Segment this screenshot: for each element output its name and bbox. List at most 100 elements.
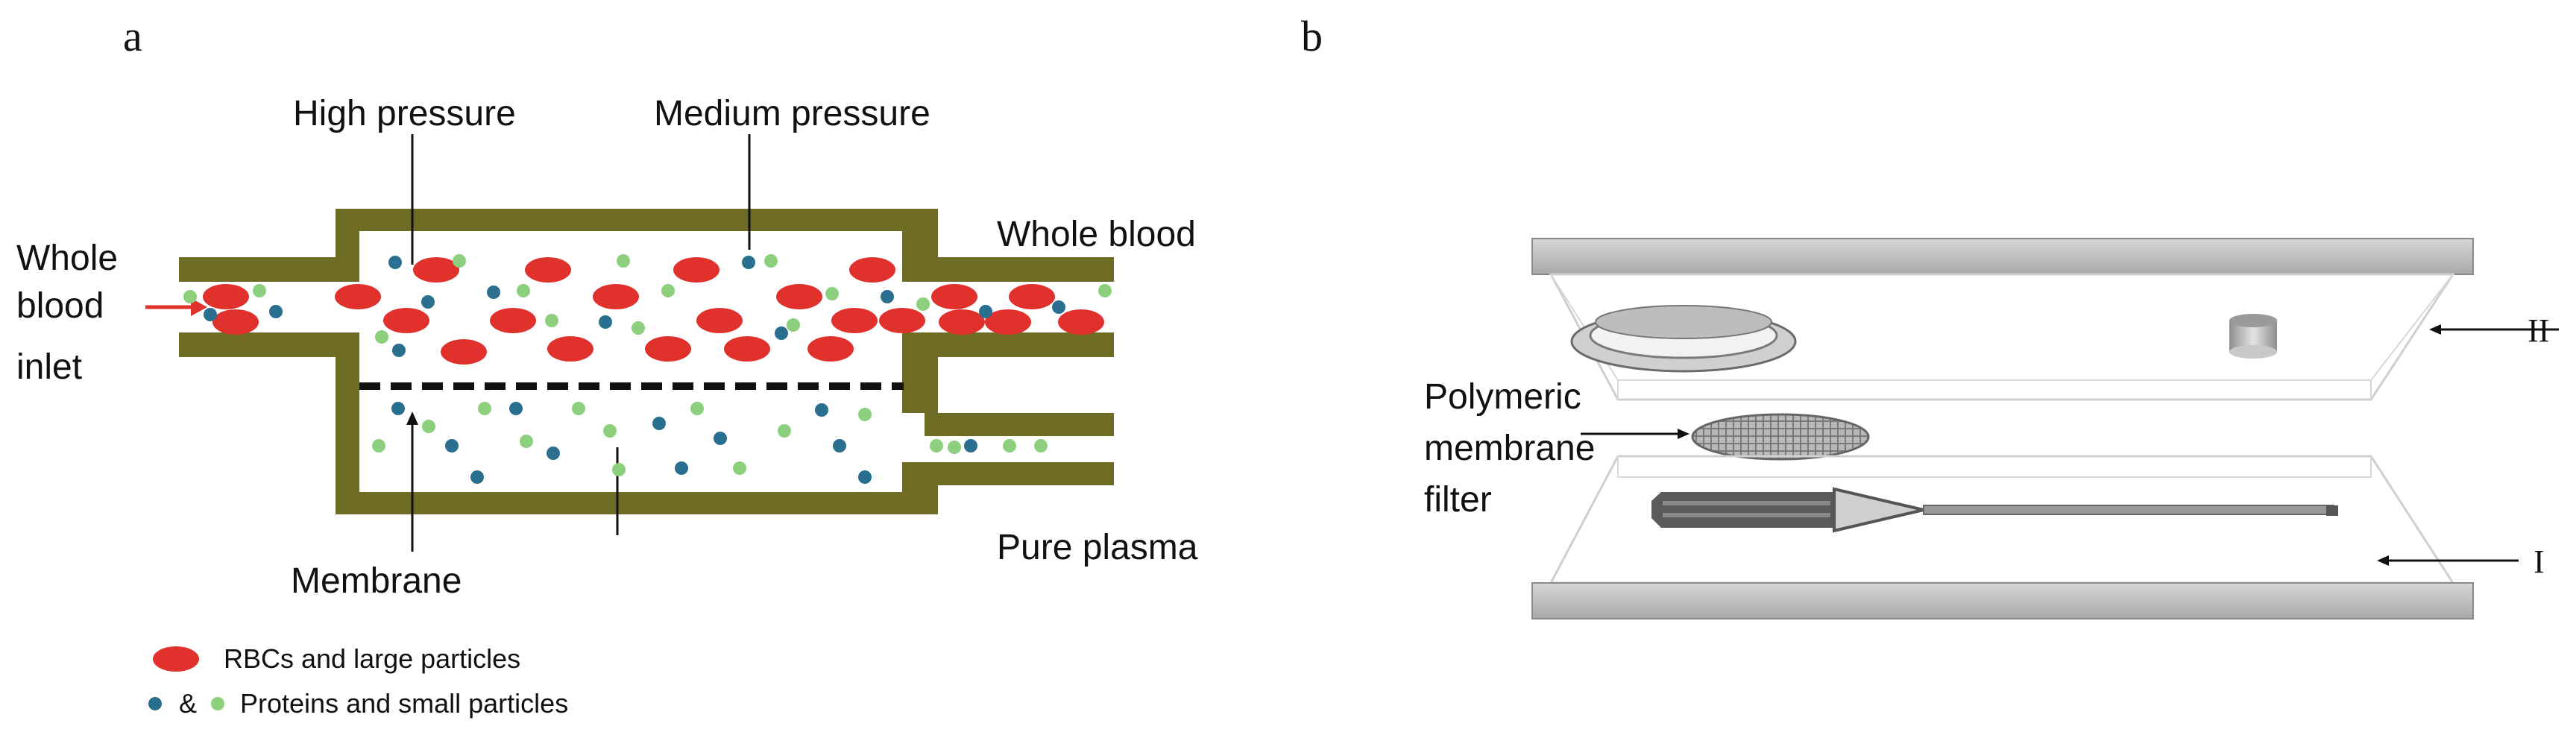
blue-particle [1052,300,1065,314]
green-particle [253,284,266,297]
green-particle [733,461,746,475]
green-particle [1003,439,1016,452]
pure-plasma-label: Pure plasma [997,528,1198,567]
inlet-wall-top [179,257,345,282]
membrane-label: Membrane [291,561,462,601]
layer-i-label: I [2534,543,2545,580]
rbc [879,308,925,333]
legend-large-label: RBCs and large particles [224,643,520,674]
plasma-wall-top [925,413,1114,436]
green-particle [1034,439,1048,452]
panel-a-letter: a [123,12,142,60]
green-particle [617,254,630,268]
blue-particle [979,305,992,318]
green-particle [764,254,778,268]
channel-fan-highlight [1663,501,1830,505]
green-particle [948,441,961,454]
membrane-pointer-arrowhead [406,411,418,425]
blue-particle [204,308,217,321]
inlet-label-line3: inlet [16,347,82,387]
blue-particle [388,256,402,269]
blue-particle [547,447,560,460]
green-particles [183,254,1112,476]
plasma-wall-bottom [925,462,1114,485]
blue-particle [652,417,666,430]
green-particle [916,297,930,311]
filter-housing-top [1595,305,1772,339]
outlet-cylinder-bottom [2229,345,2277,359]
legend-small-label: Proteins and small particles [240,688,568,719]
channel-line [1923,505,2334,515]
rbc [490,308,536,333]
channel-end [2326,505,2338,516]
rbc [383,308,429,333]
legend-amp: & [179,688,197,719]
inlet-label-line2: blood [16,286,104,326]
green-particle [453,254,466,268]
channel-structure [1651,487,2338,533]
rbc [939,309,985,335]
green-particle [825,287,839,300]
blue-particle [714,432,727,445]
blue-particles [204,256,1065,484]
green-particle [632,321,645,335]
filter-label-line1: Polymeric [1424,377,1581,417]
outlet-wall-top [925,257,1114,282]
rbc [1058,309,1104,335]
green-particle [690,402,704,415]
rbc [931,284,977,309]
layer-ii-frame-inner [1617,379,2372,400]
panel-b-letter: b [1301,12,1323,60]
rbc [547,336,593,362]
layer-ii-slab [1531,238,2474,275]
blue-particle [269,305,283,318]
filter-pointer-arrowhead [1678,429,1689,439]
panel-b: b [1301,12,2559,619]
rbc [724,336,770,362]
rbc [413,257,459,283]
blue-particle [775,327,788,340]
blue-particle [833,439,846,452]
rbc [335,284,381,309]
rbc [985,309,1031,335]
medium-pressure-label: Medium pressure [654,94,930,133]
channel-fan [1651,492,1834,528]
layer-ii [1531,238,2474,401]
blue-particle [487,286,500,299]
green-particle [1098,284,1112,297]
chamber-wall-left-upper [336,209,359,282]
rbc-group [203,257,1104,365]
inlet-wall-bottom [179,332,345,357]
green-particle [372,439,385,452]
green-particle [183,290,197,303]
green-particle [478,402,491,415]
inlet-label-line1: Whole [16,239,118,278]
legend-rbc-swatch [153,646,199,672]
green-particle [375,330,388,344]
rbc [696,308,743,333]
green-particle [778,424,791,438]
rbc [525,257,571,283]
device-walls [179,209,1114,514]
whole-blood-label: Whole blood [997,215,1196,254]
legend: RBCs and large particles & Proteins and … [148,643,568,719]
outlet-wall-bottom [925,332,1114,357]
green-particle [787,318,800,332]
layer-ii-frame-edge [2370,274,2454,381]
green-particle [422,420,435,433]
chamber-wall-bottom [336,492,938,514]
blue-particle [815,403,828,417]
channel-fan-highlight [1663,513,1830,517]
high-pressure-label: High pressure [293,94,516,133]
rbc [441,339,487,365]
rbc [645,336,691,362]
rbc [673,257,719,283]
rbc [776,284,822,309]
channel-triangle [1833,487,1924,533]
blue-particle [470,470,484,484]
blue-particle [599,315,612,329]
blue-particle [858,470,872,484]
green-particle [612,463,626,476]
green-particle [520,435,533,448]
blue-particle [964,439,977,452]
